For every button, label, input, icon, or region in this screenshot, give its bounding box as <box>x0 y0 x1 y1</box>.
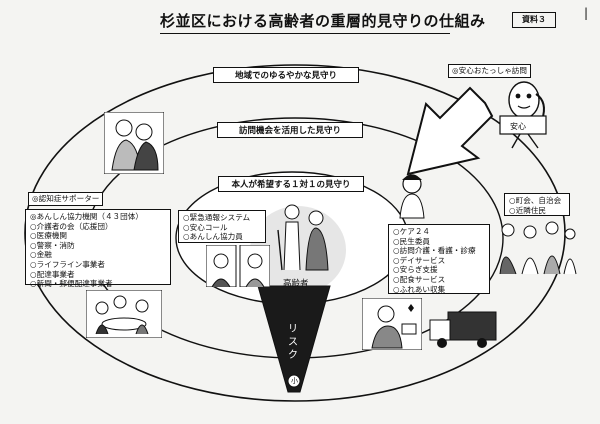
community-list: ○町会、自治会 ○近隣住民 <box>509 196 565 215</box>
risk-low-label: 小 <box>291 377 298 385</box>
list-item: ○あんしん協力員 <box>183 232 243 242</box>
list-item: ○ケア２４ <box>393 227 431 236</box>
list-item: ○緊急通報システム <box>183 213 251 222</box>
list-item: ○新聞・郵便配達事業者 <box>30 279 113 289</box>
risk-funnel <box>257 285 331 393</box>
elderly-center-illustration-icon <box>277 204 329 271</box>
visit-services-box: ○ケア２４ ○民生委員 ○訪問介護・看護・診療 ○デイサービス ○安らぎ支援 ○… <box>388 224 490 294</box>
helper-figure-icon <box>399 174 425 219</box>
list-item: ○配達事業者 <box>30 269 75 279</box>
list-item: ○デイサービス <box>393 255 446 265</box>
list-item: ○医療機関 <box>30 231 68 241</box>
cooperation-org-box: ◎あんしん協力機関（４３団体） ○介護者の会（応援団） ○医療機関 ○警察・消防… <box>25 209 171 288</box>
list-item: ○安心コール <box>183 222 228 232</box>
meal-delivery-illustration-icon <box>362 298 422 350</box>
elderly-couple-illustration-icon <box>104 112 164 174</box>
cooperation-org-list: ○介護者の会（応援団） ○医療機関 ○警察・消防 ○金融 ○ライフライン事業者 … <box>30 222 166 289</box>
list-item: ○警察・消防 <box>30 240 75 250</box>
emergency-box: ○緊急通報システム ○安心コール ○あんしん協力員 <box>178 210 266 243</box>
list-item: ○配食サービス <box>393 274 446 284</box>
list-item: ○町会、自治会 <box>509 196 562 205</box>
meeting-illustration-icon <box>86 290 162 338</box>
page-mark: | <box>584 6 589 20</box>
collection-truck-icon <box>429 311 497 348</box>
document-label: 資料３ <box>512 12 556 28</box>
list-item: ○ライフライン事業者 <box>30 259 105 269</box>
phone-call-illustration-icon <box>206 245 270 287</box>
risk-axis-label: リスク <box>288 324 298 361</box>
community-box: ○町会、自治会 ○近隣住民 <box>504 193 570 216</box>
risk-char: リスク <box>288 324 298 361</box>
list-item: ○ふれあい収集 <box>393 284 446 294</box>
page-title: 杉並区における高齢者の重層的見守りの仕組み <box>160 10 485 34</box>
mascot-sign: 安心 <box>510 122 526 131</box>
middle-layer-label: 訪問機会を活用した見守り <box>217 122 363 138</box>
mascot-figure-icon <box>499 81 547 149</box>
risk-low-circle <box>287 374 301 388</box>
list-item: ○訪問介護・看護・診療 <box>393 246 476 256</box>
emergency-list: ○緊急通報システム ○安心コール ○あんしん協力員 <box>183 213 261 242</box>
list-item: ○民生委員 <box>393 236 431 246</box>
outer-layer-label: 地域でのゆるやかな見守り <box>213 67 359 83</box>
list-item: ○近隣住民 <box>509 205 547 215</box>
cooperation-org-heading: ◎あんしん協力機関（４３団体） <box>30 212 143 221</box>
center-label: 高齢者 <box>283 279 309 289</box>
anshin-visit-label: ◎安心おたっしゃ訪問 <box>448 64 531 78</box>
inner-layer-label: 本人が希望する１対１の見守り <box>218 176 364 192</box>
list-item: ○安らぎ支援 <box>393 265 438 275</box>
visit-services-list: ○ケア２４ ○民生委員 ○訪問介護・看護・診療 ○デイサービス ○安らぎ支援 ○… <box>393 227 485 294</box>
dementia-supporter-label: ◎認知症サポーター <box>28 192 104 206</box>
list-item: ○介護者の会（応援団） <box>30 221 113 231</box>
visit-arrow <box>406 86 494 176</box>
list-item: ○金融 <box>30 250 52 260</box>
neighbors-illustration-icon <box>499 221 577 275</box>
